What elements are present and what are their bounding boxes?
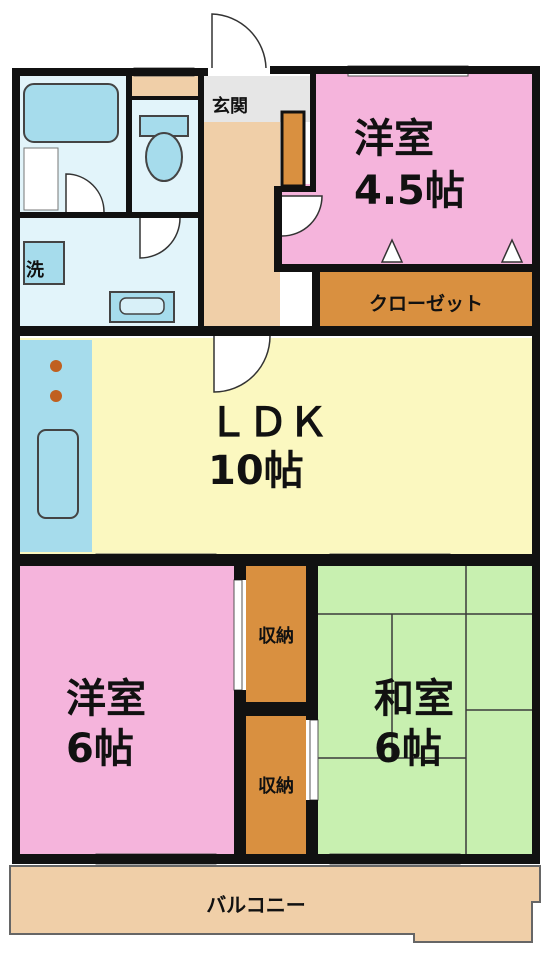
laundry-label: 洗: [26, 259, 44, 281]
entrance-label: 玄関: [212, 95, 248, 117]
wall-closet-left: [312, 272, 320, 328]
wall-storage-divider: [246, 702, 306, 716]
wall-left-upper: [12, 68, 20, 334]
ldk-name: ＬＤＫ: [208, 400, 328, 446]
ldk-floor: [20, 338, 532, 554]
western-small-size: 4.5帖: [354, 168, 465, 214]
wall-western-large-right: [234, 566, 246, 580]
japanese-room-size: 6帖: [374, 726, 442, 772]
window-western-large-side: [233, 579, 243, 691]
tatami-lines: [318, 566, 532, 854]
ldk-door: [213, 335, 271, 393]
wall-bottom: [12, 854, 540, 864]
doors: [65, 13, 323, 393]
balcony-floor: [10, 866, 540, 942]
storage-upper-label: 収納: [258, 625, 294, 647]
storage-lower-label: 収納: [258, 775, 294, 797]
toilet-bowl: [145, 132, 183, 182]
bath-step: [23, 147, 59, 211]
closet-door-markers: [380, 238, 524, 263]
wall-western-large-right-b: [234, 690, 246, 854]
entrance-door: [211, 13, 267, 69]
wall-toilet-top: [132, 96, 198, 100]
toilet-door: [65, 173, 105, 213]
window-japanese-side: [309, 719, 319, 801]
hallway-floor: [204, 100, 280, 326]
western-large-size: 6帖: [66, 726, 134, 772]
wall-western-small-bottom: [274, 264, 540, 272]
wall-top-left: [12, 68, 208, 76]
washroom-door: [139, 217, 181, 259]
stove-burner-bottom: [50, 390, 62, 402]
wall-left-middle: [12, 334, 20, 558]
western-large-name: 洋室: [66, 676, 146, 722]
shoe-cabinet: [280, 110, 306, 188]
japanese-room-name: 和室: [374, 676, 454, 722]
wall-left-lower: [12, 558, 20, 862]
wall-bath-right: [126, 76, 132, 218]
wall-storage-right: [306, 566, 318, 720]
stove-burner-top: [50, 360, 62, 372]
wall-bath-bottom: [20, 212, 204, 218]
wall-upper-horizontal: [12, 326, 540, 336]
wall-western-small-step: [274, 186, 316, 192]
balcony-label: バルコニー: [206, 893, 306, 917]
wall-storage-right-b: [306, 800, 318, 854]
wall-top-right: [270, 66, 540, 74]
closet-fill: [320, 272, 532, 326]
storage-lower-fill: [246, 716, 306, 854]
kitchen-sink: [37, 429, 79, 519]
bathtub: [23, 83, 119, 143]
washing-machine: [23, 241, 65, 285]
wall-right: [532, 66, 540, 862]
wall-toilet-right: [198, 76, 204, 334]
washbasin-bowl: [119, 297, 165, 315]
upper-storage-shelf: [132, 76, 198, 98]
walls: [12, 66, 540, 864]
balcony-outline: [9, 865, 541, 943]
ldk-size: 10帖: [208, 448, 304, 494]
wall-lower-horizontal: [12, 554, 540, 566]
wall-western-small-left: [310, 74, 316, 188]
western-room-large-floor: [20, 566, 234, 854]
wall-western-small-step-left: [274, 186, 282, 270]
closet-label: クローゼット: [369, 292, 483, 315]
western-small-name: 洋室: [354, 116, 434, 162]
western-room-small-floor: [316, 74, 532, 264]
storage-upper-fill: [246, 566, 306, 702]
western-small-door: [281, 195, 323, 237]
fixtures: [23, 83, 189, 519]
